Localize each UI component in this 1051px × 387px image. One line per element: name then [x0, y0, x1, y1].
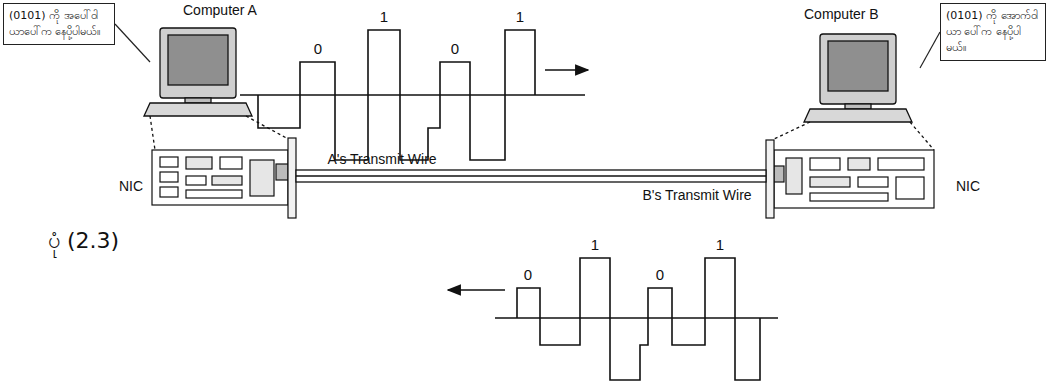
computer-label-box: Computer A: [150, 2, 289, 116]
computer-label-box: Computer B: [792, 6, 920, 120]
leader-line: [920, 32, 940, 68]
nic-label: NIC: [119, 178, 143, 194]
computer-name: Computer B: [804, 6, 920, 22]
bit-value: 0: [524, 266, 532, 283]
bit-value: 1: [516, 8, 524, 25]
nic-card-b: [766, 140, 934, 218]
signal-wave-b: [448, 258, 778, 380]
nic-label: NIC: [956, 178, 980, 194]
nic-card-a: [152, 138, 296, 218]
computer-name: Computer A: [183, 2, 289, 18]
figure-caption: ပုံ (2.3): [48, 226, 119, 259]
bit-value: 1: [716, 236, 724, 253]
computer-a: [144, 28, 290, 150]
callout-text: (0101) ကို အပေါ်ဝါယာပေါ်က နေပို့ပါမယ်။: [9, 8, 109, 40]
bit-value: 0: [656, 266, 664, 283]
callout-box: (0101) ကို အောက်ဝါယာ ပေါ်က နေပို့ပါမယ်။: [940, 3, 1046, 61]
wire-label: B's Transmit Wire: [642, 187, 751, 203]
bit-value: 0: [314, 40, 322, 57]
bit-value: 1: [591, 236, 599, 253]
computer-b: [772, 34, 934, 150]
leader-line: [115, 24, 150, 62]
callout-box: (0101) ကို အပေါ်ဝါယာပေါ်က နေပို့ပါမယ်။: [3, 3, 115, 45]
callout-text: (0101) ကို အောက်ဝါယာ ပေါ်က နေပို့ပါမယ်။: [946, 8, 1040, 56]
bit-value: 0: [451, 40, 459, 57]
bit-value: 1: [380, 8, 388, 25]
wire-label: A's Transmit Wire: [327, 151, 436, 167]
cable: [296, 170, 766, 182]
